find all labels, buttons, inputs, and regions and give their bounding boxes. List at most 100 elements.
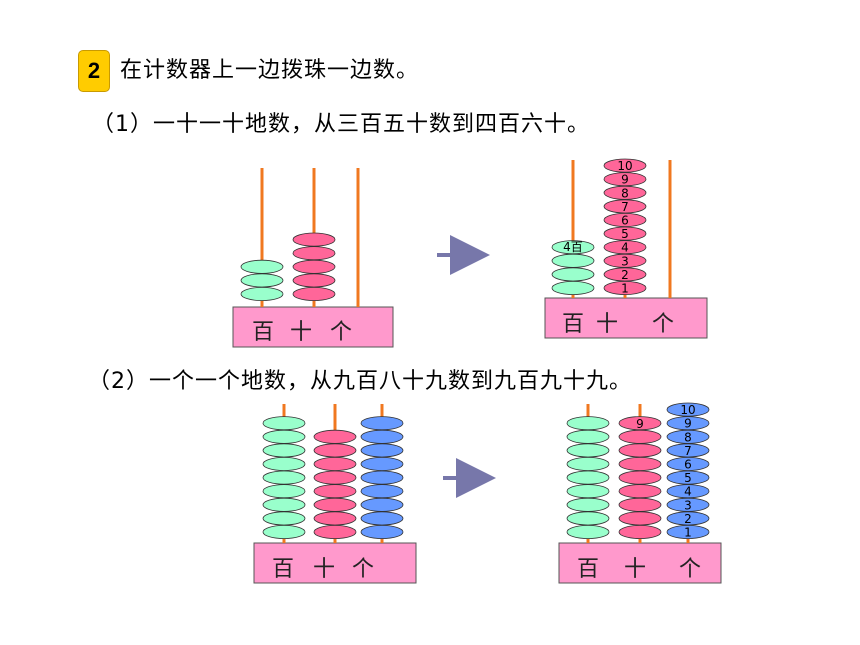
- tens-bead-label: 9: [621, 173, 629, 187]
- hundreds-bead: [262, 470, 306, 485]
- tens-bead: [313, 429, 357, 444]
- abacus-1-base: 百 十 个: [232, 306, 394, 348]
- hundreds-bead: [262, 429, 306, 444]
- ones-bead-label: 3: [684, 498, 692, 512]
- tens-bead-label: 6: [621, 214, 629, 228]
- ones-bead: [360, 525, 404, 540]
- tens-bead: [618, 484, 662, 499]
- ones-bead-label: 10: [680, 403, 695, 417]
- tens-bead-label: 8: [621, 186, 629, 200]
- ones-bead-label: 2: [684, 512, 692, 526]
- hundreds-bead: [262, 416, 306, 431]
- svg-text:十: 十: [290, 320, 312, 345]
- hundreds-bead: [566, 443, 610, 458]
- tens-bead-label: 3: [621, 254, 629, 268]
- svg-text:个: 个: [352, 557, 374, 582]
- svg-text:个: 个: [652, 312, 674, 337]
- tens-bead-label: 10: [617, 159, 632, 173]
- ones-bead: [360, 484, 404, 499]
- hundreds-bead: [566, 456, 610, 471]
- hundreds-bead: [566, 470, 610, 485]
- svg-text:百: 百: [272, 557, 294, 582]
- tens-bead: [313, 525, 357, 540]
- hundreds-bead: [262, 525, 306, 540]
- ones-bead: [360, 497, 404, 512]
- hundreds-bead: [262, 443, 306, 458]
- part1-text: （1）一十一十地数，从三百五十数到四百六十。: [92, 112, 590, 137]
- svg-text:百: 百: [562, 312, 584, 337]
- tens-bead: [292, 286, 336, 301]
- hundreds-bead: [566, 484, 610, 499]
- hundreds-bead: [240, 259, 284, 274]
- hundreds-count-label: 4百: [563, 240, 583, 254]
- hundreds-bead: [240, 286, 284, 301]
- hundreds-bead: [262, 511, 306, 526]
- hundreds-bead: [262, 456, 306, 471]
- tens-bead: [313, 456, 357, 471]
- ones-bead: [360, 429, 404, 444]
- tens-bead-label: 5: [621, 227, 629, 241]
- svg-text:百: 百: [577, 557, 599, 582]
- hundreds-bead: [551, 280, 595, 295]
- svg-text:十: 十: [313, 557, 335, 582]
- tens-bead-label: 1: [621, 282, 629, 296]
- ones-bead-label: 4: [684, 485, 692, 499]
- tens-bead: [313, 484, 357, 499]
- hundreds-bead: [551, 267, 595, 282]
- hundreds-bead: [551, 240, 595, 255]
- tens-bead: [618, 511, 662, 526]
- problem-number-badge: 2: [78, 50, 110, 92]
- tens-bead: [618, 497, 662, 512]
- ones-bead-label: 5: [684, 471, 692, 485]
- ones-bead-label: 1: [684, 526, 692, 540]
- tens-bead: [313, 511, 357, 526]
- hundreds-bead: [566, 416, 610, 431]
- hundreds-bead: [262, 484, 306, 499]
- hundreds-bead: [240, 273, 284, 288]
- ones-bead: [360, 470, 404, 485]
- tens-bead: [292, 246, 336, 261]
- tens-bead: [292, 232, 336, 247]
- svg-text:十: 十: [596, 312, 618, 337]
- svg-text:百: 百: [252, 320, 274, 345]
- abacus-2-base: 百 十 个: [544, 297, 708, 339]
- hundreds-bead: [551, 253, 595, 268]
- hundreds-bead: [566, 497, 610, 512]
- ones-bead-label: 8: [684, 430, 692, 444]
- tens-bead: [618, 429, 662, 444]
- ones-bead: [360, 443, 404, 458]
- ones-bead-label: 7: [684, 444, 692, 458]
- hundreds-bead: [566, 525, 610, 540]
- ones-bead: [360, 511, 404, 526]
- tens-bead: [618, 416, 662, 431]
- tens-bead: [603, 158, 647, 173]
- svg-text:十: 十: [624, 557, 646, 582]
- tens-bead: [313, 470, 357, 485]
- ones-bead-label: 6: [684, 458, 692, 472]
- tens-bead-label: 4: [621, 241, 629, 255]
- ones-bead: [666, 402, 710, 417]
- hundreds-bead: [262, 497, 306, 512]
- tens-bead: [618, 525, 662, 540]
- tens-bead: [618, 443, 662, 458]
- tens-bead: [292, 273, 336, 288]
- hundreds-bead: [566, 511, 610, 526]
- tens-bead: [313, 497, 357, 512]
- problem-instruction: 在计数器上一边拨珠一边数。: [120, 58, 420, 83]
- ones-bead-label: 9: [684, 417, 692, 431]
- tens-bead: [292, 259, 336, 274]
- part2-text: （2）一个一个地数，从九百八十九数到九百九十九。: [88, 369, 632, 394]
- tens-bead: [313, 443, 357, 458]
- tens-bead-label: 2: [621, 268, 629, 282]
- tens-bead: [618, 470, 662, 485]
- ones-bead: [360, 416, 404, 431]
- abacus-3-base: 百 十 个: [253, 542, 417, 584]
- ones-bead: [360, 456, 404, 471]
- tens-bead: [618, 456, 662, 471]
- svg-text:个: 个: [330, 320, 352, 345]
- tens-bead-label: 7: [621, 200, 629, 214]
- ones-bead: [666, 511, 710, 526]
- svg-text:个: 个: [679, 557, 701, 582]
- tens-count-label: 9: [636, 417, 644, 431]
